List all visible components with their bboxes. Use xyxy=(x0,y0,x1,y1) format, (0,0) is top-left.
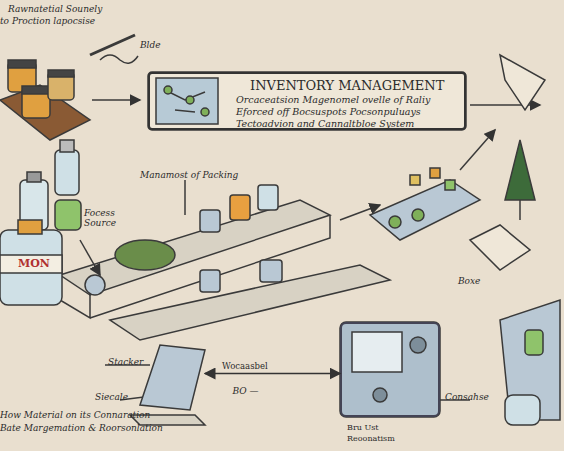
control-panel: Bru Ust Reoonatism xyxy=(340,322,440,417)
note-label: How Material on its Connaration xyxy=(0,410,150,420)
note-label: MON xyxy=(18,259,50,269)
tablet-device: Wocaasbel xyxy=(140,345,205,410)
title-box: INVENTORY MANAGEMENTOrcaceatsion Magenom… xyxy=(148,72,466,130)
note-label: Rawnatetial Sounely xyxy=(8,4,102,14)
box-heading: INVENTORY MANAGEMENT xyxy=(250,78,444,94)
edge-label: BO — xyxy=(233,386,259,396)
note-label: Siecale xyxy=(95,392,128,402)
note-label: Stacker xyxy=(108,357,143,367)
box-body: Orcaceatsion Magenomel ovelle of Raliy E… xyxy=(236,94,462,130)
panel-label: Bru Ust Reoonatism xyxy=(347,423,427,444)
connector-arrow xyxy=(205,373,340,375)
note-label: Focess Source xyxy=(84,208,132,228)
note-label: to Proction lapocsise xyxy=(0,16,95,26)
note-label: Consahse xyxy=(445,392,489,402)
note-label: Blde xyxy=(140,40,161,50)
note-label: Boxe xyxy=(458,276,480,286)
device-label: Wocaasbel xyxy=(222,361,268,372)
note-label: Bate Margemation & Roorsonlation xyxy=(0,423,163,433)
note-label: Manamost of Packing xyxy=(140,170,238,180)
